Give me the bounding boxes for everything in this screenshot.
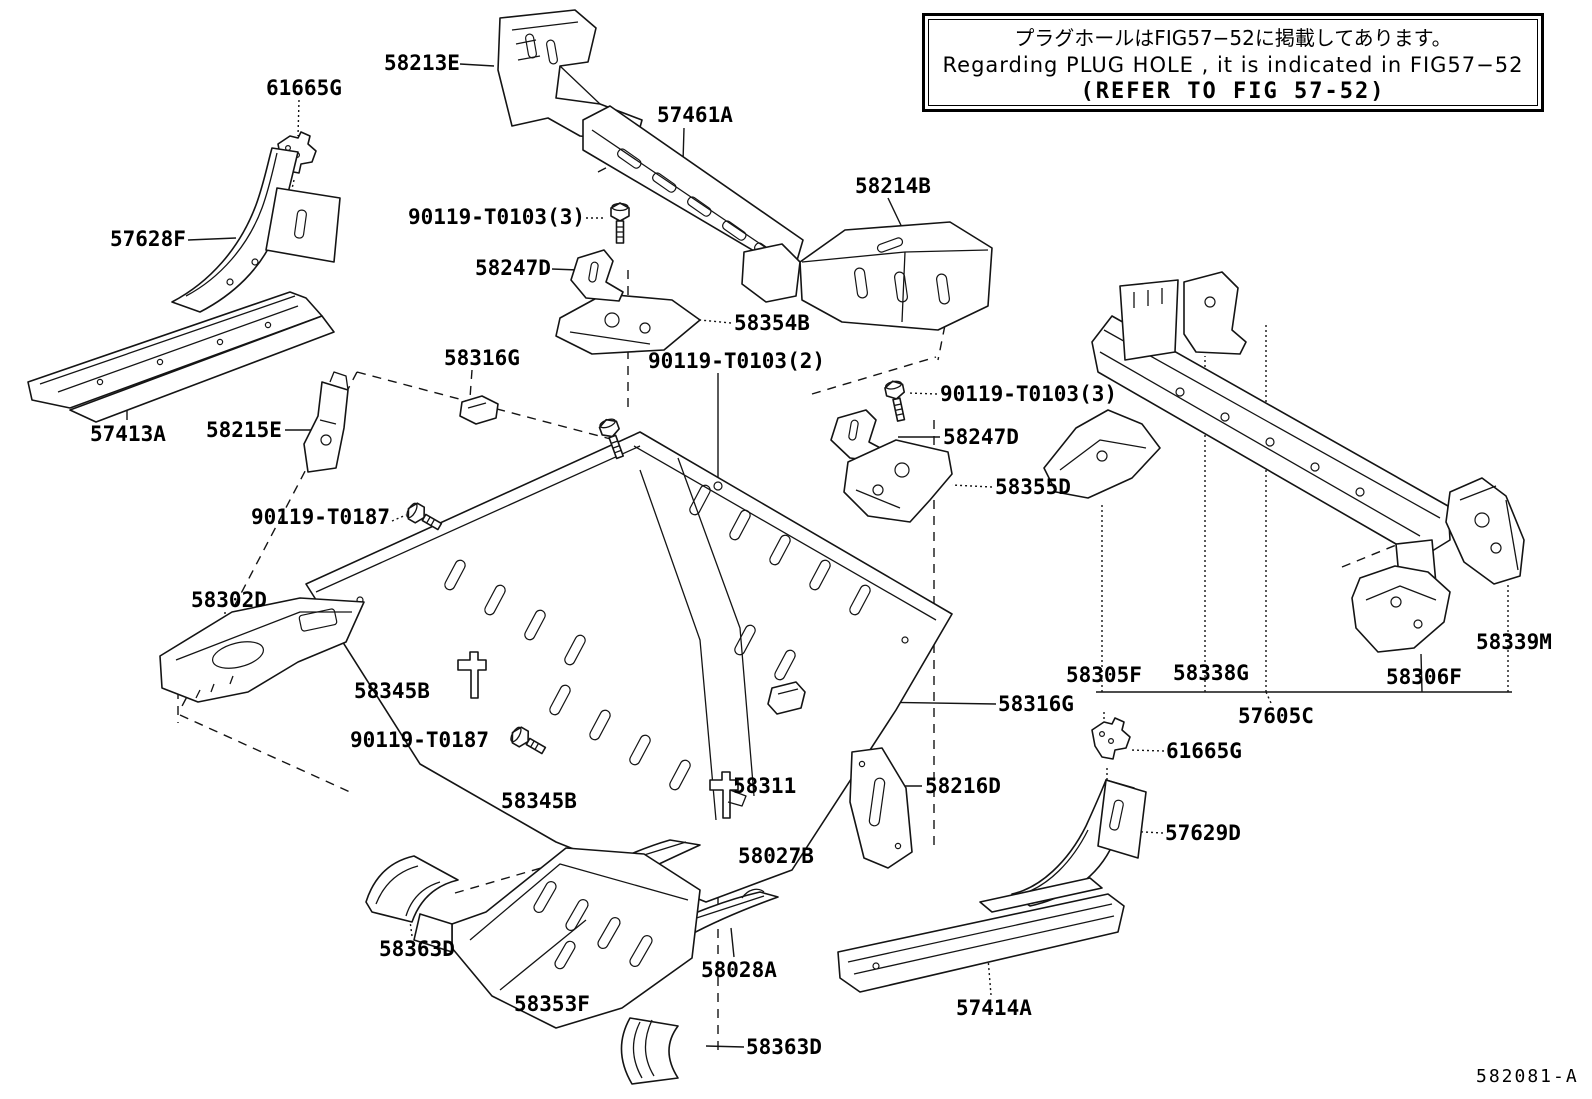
part-label-90119-t0103(2): 90119-T0103(2) <box>648 349 826 373</box>
part-label-58247d: 58247D <box>475 256 551 280</box>
part-58345b-clip-2 <box>709 771 747 819</box>
part-58214b-shape <box>741 221 993 331</box>
part-label-58353f: 58353F <box>514 992 590 1016</box>
part-label-57628f: 57628F <box>110 227 186 251</box>
part-label-90119-t0103(3): 90119-T0103(3) <box>940 382 1118 406</box>
part-58363d-bottom <box>620 1017 679 1085</box>
part-label-58355d: 58355D <box>995 475 1071 499</box>
note-box-inner-border: プラグホールはFIG57−52に掲載してあります。 Regarding PLUG… <box>928 19 1538 106</box>
part-57605c-rail <box>1091 279 1451 589</box>
part-57414a-rocker-right <box>837 877 1125 993</box>
part-58215e-shape <box>303 371 349 473</box>
part-label-58247d: 58247D <box>943 425 1019 449</box>
note-line-refer: (REFER TO FIG 57-52) <box>1080 78 1386 104</box>
part-label-58302d: 58302D <box>191 588 267 612</box>
part-label-58316g: 58316G <box>998 692 1074 716</box>
part-58355d-shape <box>843 439 953 523</box>
part-58345b-clip-1 <box>457 651 487 699</box>
part-label-58345b: 58345B <box>501 789 577 813</box>
part-label-58354b: 58354B <box>734 311 810 335</box>
note-line-english: Regarding PLUG HOLE , it is indicated in… <box>942 52 1524 77</box>
bolt-90119-t0187-2 <box>510 726 547 755</box>
part-label-57414a: 57414A <box>956 996 1032 1020</box>
part-58316g-clip-left <box>459 395 499 425</box>
plug-hole-note-box: プラグホールはFIG57−52に掲載してあります。 Regarding PLUG… <box>922 13 1544 112</box>
part-58302d-shape <box>159 597 365 703</box>
part-label-58345b: 58345B <box>354 679 430 703</box>
part-label-90119-t0103(3): 90119-T0103(3) <box>408 205 586 229</box>
part-label-58213e: 58213E <box>384 51 460 75</box>
part-label-58363d: 58363D <box>379 937 455 961</box>
part-label-58027b: 58027B <box>738 844 814 868</box>
part-58247d-left <box>570 249 624 302</box>
part-label-58306f: 58306F <box>1386 665 1462 689</box>
bolt-90119-t0187-1 <box>406 502 443 531</box>
part-label-58216d: 58216D <box>925 774 1001 798</box>
bolt-90119-t0103-3-right <box>884 380 906 422</box>
part-58216d-pillar <box>849 747 913 869</box>
part-57628f-shape <box>171 147 341 313</box>
part-label-58311: 58311 <box>733 774 797 798</box>
part-label-58305f: 58305F <box>1066 663 1142 687</box>
part-58316g-clip-right <box>767 681 806 715</box>
part-label-61665g: 61665G <box>1166 739 1242 763</box>
part-label-90119-t0187: 90119-T0187 <box>350 728 490 752</box>
part-label-58028a: 58028A <box>701 958 777 982</box>
part-label-58214b: 58214B <box>855 174 931 198</box>
part-58306f-bracket <box>1351 565 1451 653</box>
part-label-58363d: 58363D <box>746 1035 822 1059</box>
part-label-58339m: 58339M <box>1476 630 1552 654</box>
part-58353f-rear-pan <box>413 847 701 1029</box>
part-58363d-left <box>365 855 459 923</box>
part-58311-floor-pan <box>305 431 953 903</box>
part-58305f-bracket <box>1043 409 1161 499</box>
drawing-number: 582081-A <box>1476 1066 1579 1087</box>
part-57413a-rocker-left <box>27 291 335 423</box>
part-label-58215e: 58215E <box>206 418 282 442</box>
part-label-58338g: 58338G <box>1173 661 1249 685</box>
part-label-57605c: 57605C <box>1238 704 1314 728</box>
bolt-90119-t0103-3-left <box>610 202 630 244</box>
part-label-58316g: 58316G <box>444 346 520 370</box>
note-line-japanese: プラグホールはFIG57−52に掲載してあります。 <box>1014 25 1452 50</box>
part-58338g-clamp <box>1183 271 1247 355</box>
bolt-90119-t0103-2 <box>598 418 625 460</box>
part-label-57461a: 57461A <box>657 103 733 127</box>
part-label-90119-t0187: 90119-T0187 <box>251 505 391 529</box>
part-58354b-shape <box>555 293 701 355</box>
part-label-57629d: 57629D <box>1165 821 1241 845</box>
part-58339m-plate <box>1445 477 1525 585</box>
part-57461a-crossmember <box>582 105 804 275</box>
part-61665g-clip-right <box>1091 717 1131 760</box>
part-label-61665g: 61665G <box>266 76 342 100</box>
part-label-57413a: 57413A <box>90 422 166 446</box>
